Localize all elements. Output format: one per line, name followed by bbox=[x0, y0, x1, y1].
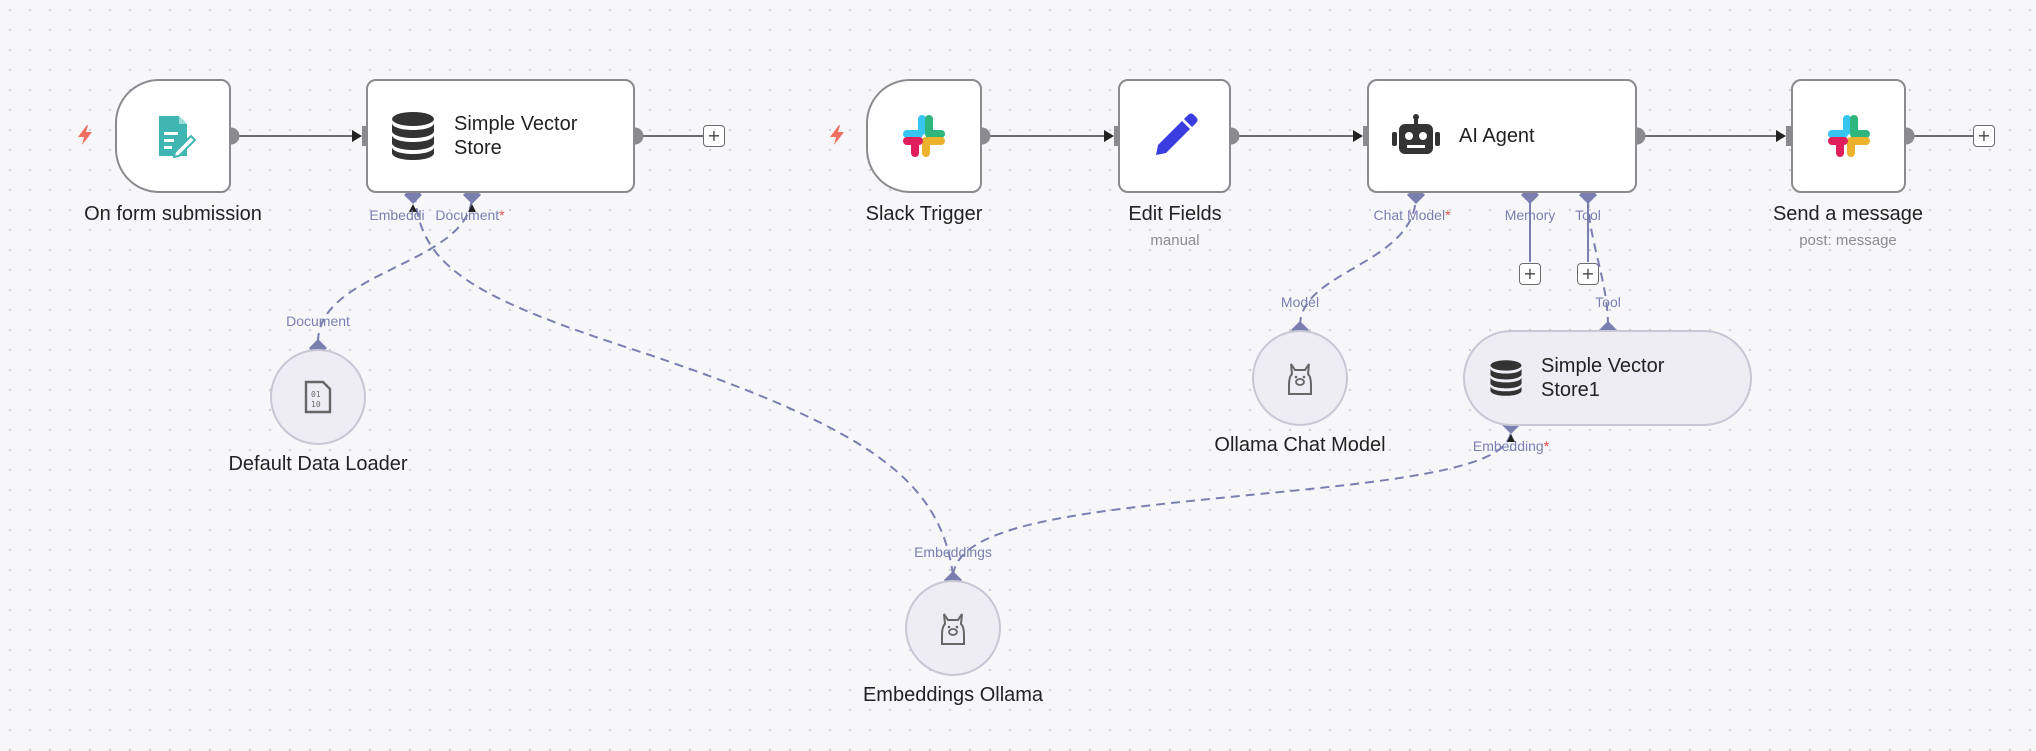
node-send-message[interactable] bbox=[1791, 79, 1906, 193]
port-label-chat-model: Chat Model* bbox=[1373, 207, 1451, 223]
node-simple-vector-store1[interactable]: Simple Vector Store1 bbox=[1463, 330, 1752, 426]
arrow-head bbox=[468, 204, 476, 212]
binary-file-icon: 01 10 bbox=[303, 380, 333, 414]
trigger-bolt-icon bbox=[830, 125, 844, 145]
connection-chatmodel-to-agent bbox=[1299, 195, 1417, 327]
node-label: Edit Fields bbox=[1128, 203, 1222, 225]
node-label: On form submission bbox=[84, 203, 262, 225]
node-sublabel: manual bbox=[1150, 232, 1200, 249]
port-label-tool: Tool bbox=[1575, 207, 1601, 223]
node-ollama-chat-model[interactable] bbox=[1252, 330, 1348, 426]
node-label: Embeddings Ollama bbox=[862, 684, 1044, 706]
port-label-embeddings: Embeddings bbox=[914, 544, 992, 560]
arrow-head bbox=[1353, 130, 1363, 142]
node-sublabel: post: message bbox=[1799, 232, 1897, 249]
port-label-embedding: Embeddi bbox=[369, 207, 425, 223]
arrow-head bbox=[1507, 434, 1515, 442]
node-title: Simple Vector Store1 bbox=[1541, 355, 1665, 401]
input-port bbox=[1786, 126, 1794, 146]
node-title: AI Agent bbox=[1459, 125, 1535, 147]
connection-vectorstore1-to-tool bbox=[1587, 195, 1609, 327]
robot-icon bbox=[1391, 114, 1441, 158]
trigger-bolt-icon bbox=[78, 125, 92, 145]
node-form-trigger[interactable] bbox=[115, 79, 231, 193]
connection-loader-to-document bbox=[317, 195, 473, 343]
llama-icon bbox=[1285, 360, 1315, 396]
add-tool-button[interactable]: + bbox=[1577, 263, 1599, 285]
svg-text:10: 10 bbox=[311, 400, 321, 409]
connection-embeddings-to-vectorstore bbox=[414, 194, 954, 576]
pencil-icon bbox=[1150, 111, 1200, 161]
port-label-tool: Tool bbox=[1595, 294, 1621, 310]
node-label: Slack Trigger bbox=[865, 203, 983, 225]
node-edit-fields[interactable] bbox=[1118, 79, 1231, 193]
slack-icon bbox=[1826, 113, 1872, 159]
arrow-head bbox=[1104, 130, 1114, 142]
node-label: Default Data Loader bbox=[228, 453, 408, 475]
connection-embeddings-to-vectorstore1 bbox=[952, 429, 1512, 576]
slack-icon bbox=[901, 113, 947, 159]
arrow-head bbox=[352, 130, 362, 142]
node-label: Send a message bbox=[1772, 203, 1924, 225]
node-embeddings-ollama[interactable] bbox=[905, 580, 1001, 676]
form-icon bbox=[149, 112, 197, 160]
node-ai-agent[interactable]: AI Agent bbox=[1367, 79, 1637, 193]
arrow-head bbox=[1776, 130, 1786, 142]
add-memory-button[interactable]: + bbox=[1519, 263, 1541, 285]
port-label-memory: Memory bbox=[1504, 207, 1556, 223]
svg-text:01: 01 bbox=[311, 390, 321, 399]
llama-icon bbox=[938, 610, 968, 646]
port-label-document: Document* bbox=[435, 207, 505, 223]
port-label-embedding: Embedding* bbox=[1472, 438, 1550, 454]
port-label-document: Document bbox=[286, 313, 350, 329]
node-simple-vector-store[interactable]: Simple Vector Store bbox=[366, 79, 635, 193]
database-icon bbox=[390, 111, 436, 161]
node-label: Ollama Chat Model bbox=[1214, 434, 1386, 456]
port-label-model: Model bbox=[1280, 294, 1320, 310]
node-default-data-loader[interactable]: 01 10 bbox=[270, 349, 366, 445]
node-title: Simple Vector Store bbox=[454, 113, 578, 159]
node-slack-trigger[interactable] bbox=[866, 79, 982, 193]
add-node-button[interactable]: + bbox=[703, 125, 725, 147]
arrow-head bbox=[409, 204, 417, 212]
database-icon bbox=[1489, 358, 1523, 398]
add-node-button[interactable]: + bbox=[1973, 125, 1995, 147]
